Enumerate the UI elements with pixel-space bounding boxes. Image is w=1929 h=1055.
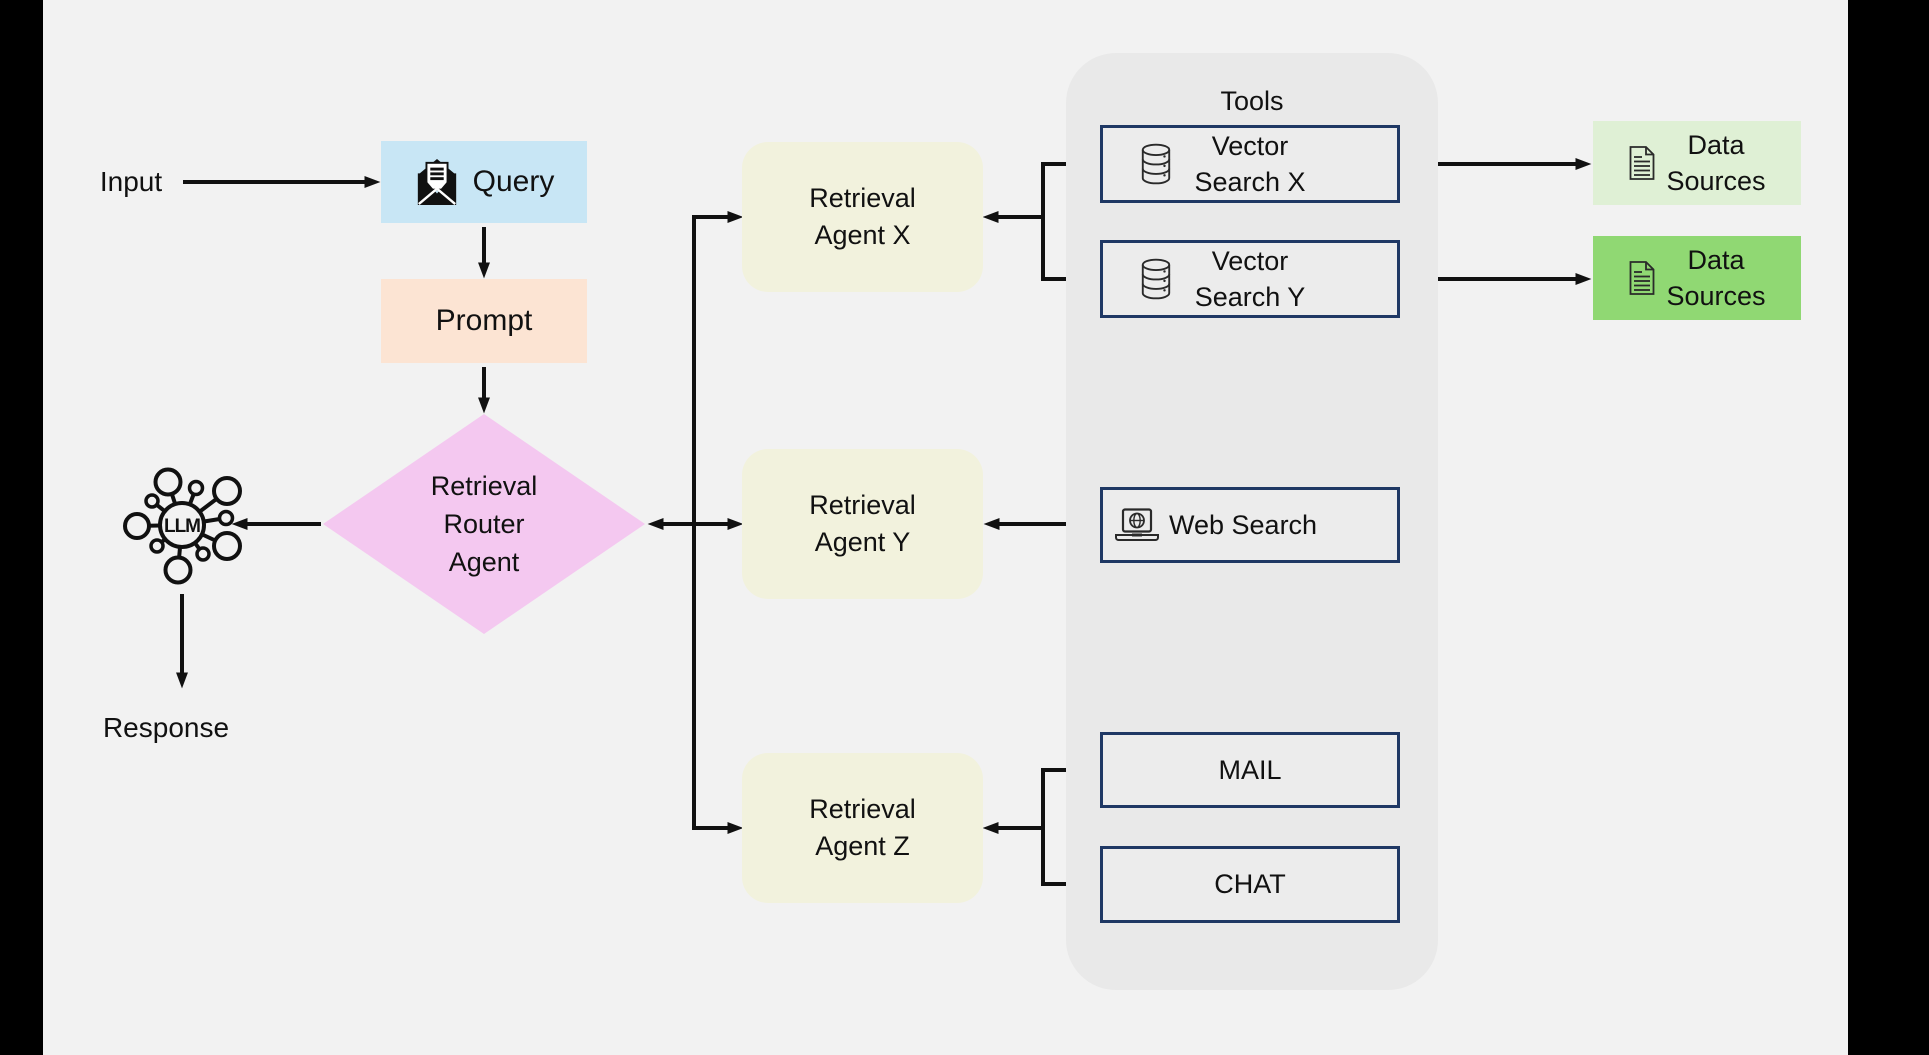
data-sources-bottom-label: Data Sources <box>1666 245 1766 311</box>
document-icon <box>1630 146 1655 180</box>
web-search-node: Web Search <box>1100 487 1400 563</box>
vector-search-x-node: Vector Search X <box>1100 125 1400 203</box>
chat-label: CHAT <box>1214 869 1286 899</box>
agent-z-label-line2: Agent Z <box>815 831 910 861</box>
web-search-label: Web Search <box>1169 509 1318 540</box>
vector-search-y-node: Vector Search Y <box>1100 240 1400 318</box>
chat-node: CHAT <box>1100 846 1400 923</box>
data-sources-top-label: Data Sources <box>1666 130 1766 196</box>
data-sources-top-node: Data Sources <box>1593 121 1801 205</box>
database-icon <box>1141 143 1171 185</box>
agent-y-label-line1: Retrieval <box>809 490 916 520</box>
query-node: Query <box>381 141 587 223</box>
right-edge-bar <box>1848 0 1929 1055</box>
left-edge-bar <box>0 0 43 1055</box>
vector-search-x-label: Vector Search X <box>1194 131 1306 197</box>
branch-router-agent-x <box>692 211 744 524</box>
agent-y-label-line2: Agent Y <box>814 527 911 557</box>
llm-label: LLM <box>164 516 200 537</box>
mail-node: MAIL <box>1100 732 1400 808</box>
agent-y-node: Retrieval Agent Y <box>742 449 983 599</box>
agent-x-node: Retrieval Agent X <box>742 142 983 292</box>
llm-network-icon: LLM <box>123 467 242 585</box>
prompt-label: Prompt <box>435 304 533 337</box>
laptop-globe-icon <box>1115 507 1159 541</box>
agent-x-label-line2: Agent X <box>814 220 911 250</box>
agent-x-label-line1: Retrieval <box>809 183 916 213</box>
mail-label: MAIL <box>1218 754 1282 785</box>
envelope-icon <box>417 159 456 205</box>
input-label: Input <box>99 166 163 197</box>
document-icon <box>1630 261 1655 295</box>
tools-title: Tools <box>1220 86 1284 116</box>
data-sources-bottom-node: Data Sources <box>1593 236 1801 320</box>
query-label: Query <box>472 165 555 198</box>
branch-router-agent-z <box>692 524 744 834</box>
router-label: Retrieval Router Agent <box>430 471 538 577</box>
agent-z-label-line1: Retrieval <box>809 794 916 824</box>
database-icon <box>1141 258 1171 300</box>
response-label: Response <box>102 712 230 743</box>
prompt-node: Prompt <box>381 279 587 363</box>
vector-search-y-label: Vector Search Y <box>1194 246 1306 312</box>
agent-z-node: Retrieval Agent Z <box>742 753 983 903</box>
